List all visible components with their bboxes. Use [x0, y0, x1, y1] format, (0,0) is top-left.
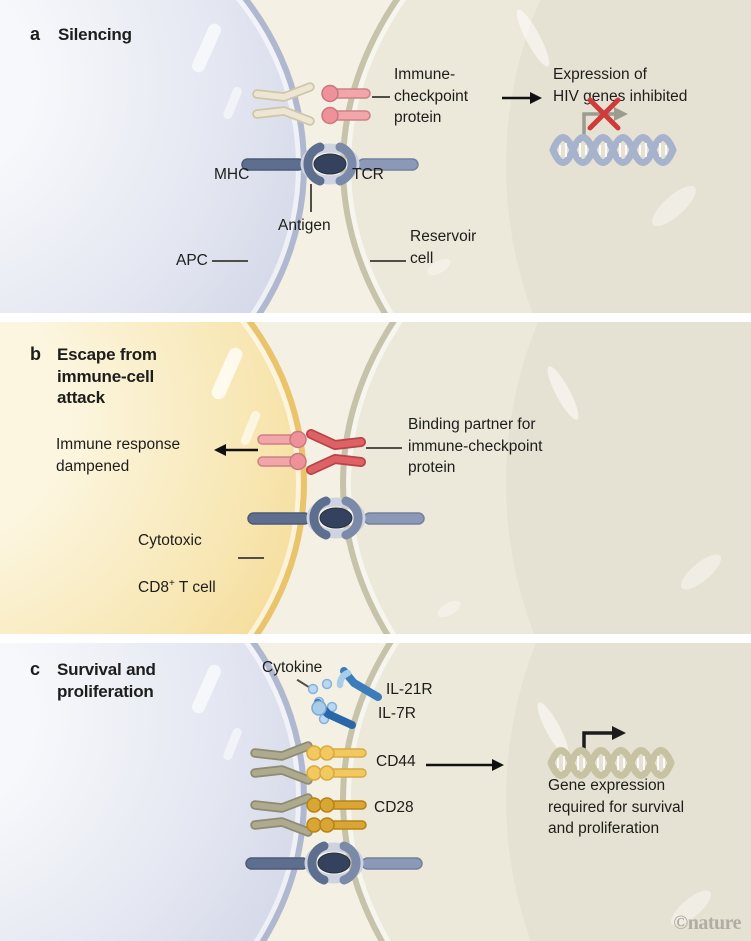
arrow-right-icon — [426, 759, 504, 771]
reservoir-cell — [340, 322, 751, 634]
panel-letter: a — [30, 24, 41, 44]
cd28-label: CD28 — [374, 799, 414, 816]
panel-title: Silencing — [58, 25, 132, 44]
immune-response-label: Immune response dampened — [56, 436, 181, 475]
panel-title: Survival and proliferation — [57, 660, 156, 701]
immune-checkpoint-label: Immune- checkpoint protein — [394, 66, 469, 126]
leader-line — [238, 557, 264, 559]
cell-highlight — [434, 597, 464, 621]
t-cell-receptor-pair-icon — [250, 793, 313, 837]
mhc-label: MHC — [214, 166, 250, 183]
leader-line — [212, 260, 248, 262]
leader-line — [370, 260, 406, 262]
panel-a: a Silencing Immune- checkpoint protein E… — [0, 0, 751, 313]
reservoir-cell-interior — [506, 322, 751, 634]
cytotoxic-t-cell-label: Cytotoxic CD8+ T cell — [138, 532, 216, 597]
mhc-tcr-antigen-complex — [241, 142, 419, 186]
nature-credit: ©nature — [673, 912, 741, 934]
il7r-label: IL-7R — [378, 705, 416, 722]
cytokine-label: Cytokine — [262, 659, 323, 676]
cd44-receptor-icon — [306, 745, 367, 781]
mhc-tcr-antigen-complex — [245, 841, 423, 885]
panel-letter: b — [30, 344, 41, 364]
panel-title: Escape from immune-cell attack — [57, 345, 157, 407]
binding-partner-icon — [306, 429, 366, 475]
panel-c: c Survival and proliferation Cytokine IL… — [0, 643, 751, 941]
immune-checkpoint-protein-icon — [321, 84, 371, 125]
leader-line — [310, 184, 312, 212]
cd28-receptor-icon — [306, 797, 367, 833]
arrow-right-icon — [502, 92, 542, 104]
il21r-receptor-icon — [336, 667, 382, 701]
t-cell — [0, 643, 307, 941]
antigen-label: Antigen — [278, 217, 331, 234]
reservoir-cell-interior — [506, 643, 751, 941]
reservoir-cell — [340, 0, 751, 313]
immune-checkpoint-protein-icon — [257, 430, 307, 471]
mhc-tcr-antigen-complex — [247, 496, 425, 540]
leader-line — [372, 96, 390, 98]
reservoir-cell-label: Reservoir cell — [410, 228, 477, 267]
il21r-label: IL-21R — [386, 681, 433, 698]
dna-helix-icon — [549, 134, 677, 166]
apc-label: APC — [176, 252, 208, 269]
t-cell-receptor-pair-icon — [250, 741, 313, 785]
arrow-left-icon — [214, 444, 258, 456]
panel-letter: c — [30, 659, 41, 679]
binding-partner-label: Binding partner for immune-checkpoint pr… — [408, 416, 543, 476]
panel-b: b Escape from immune-cell attack Immune … — [0, 322, 751, 634]
cytotoxic-t-cell — [0, 322, 307, 634]
dna-helix-icon — [547, 747, 675, 779]
cd44-label: CD44 — [376, 753, 416, 770]
apc-surface-receptor-icon — [252, 82, 315, 126]
il7r-receptor-icon — [311, 699, 356, 729]
tcr-label: TCR — [352, 166, 384, 183]
leader-line — [366, 447, 402, 449]
reservoir-cell — [340, 643, 751, 941]
gene-expression-label: Gene expression required for survival an… — [548, 777, 685, 837]
promoter-arrow-blocked-icon — [582, 97, 628, 136]
